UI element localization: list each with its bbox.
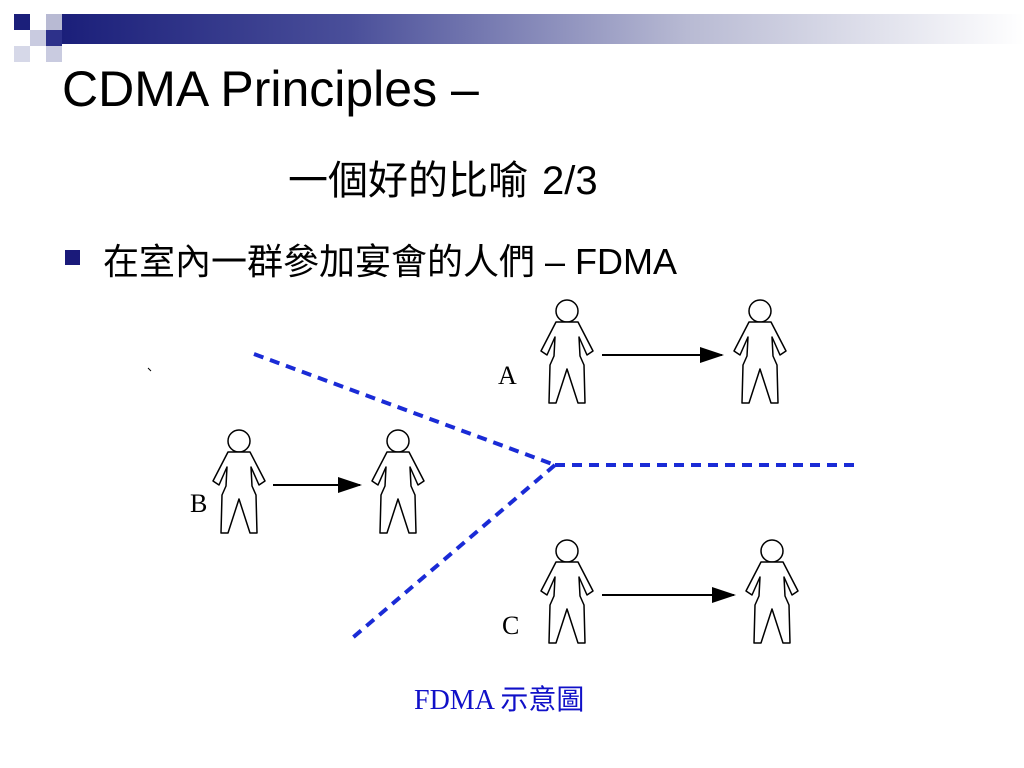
header-gradient-bar bbox=[62, 14, 1024, 44]
person-icon bbox=[212, 429, 266, 534]
group-label-c: C bbox=[502, 611, 519, 640]
dashed-divider-lower bbox=[348, 463, 557, 642]
person-icon bbox=[745, 539, 799, 644]
header-square-light bbox=[14, 46, 30, 62]
subtitle-chinese: 一個好的比喻 bbox=[288, 159, 528, 203]
dashed-divider-upper bbox=[253, 352, 556, 467]
bullet-square-icon bbox=[65, 250, 80, 265]
slide-title: CDMA Principles – bbox=[62, 61, 479, 117]
person-icon bbox=[371, 429, 425, 534]
header-square-dark bbox=[14, 14, 30, 30]
person-icon bbox=[540, 539, 594, 644]
header-square-light bbox=[30, 30, 46, 46]
group-label-b: B bbox=[190, 489, 207, 518]
subtitle-page-number: 2/3 bbox=[542, 159, 598, 203]
person-icon bbox=[540, 299, 594, 404]
diagram-caption: FDMA 示意圖 bbox=[414, 685, 585, 716]
bullet-text: 在室內一群參加宴會的人們 – FDMA bbox=[103, 241, 678, 282]
header-square-dark bbox=[46, 30, 62, 46]
header-square-light bbox=[46, 14, 62, 30]
dashed-divider-lines bbox=[253, 352, 855, 642]
person-icon bbox=[733, 299, 787, 404]
stray-mark bbox=[147, 367, 152, 372]
group-label-a: A bbox=[498, 361, 517, 390]
slide-subtitle: 一個好的比喻 2/3 bbox=[288, 148, 598, 206]
header-square-light bbox=[46, 46, 62, 62]
